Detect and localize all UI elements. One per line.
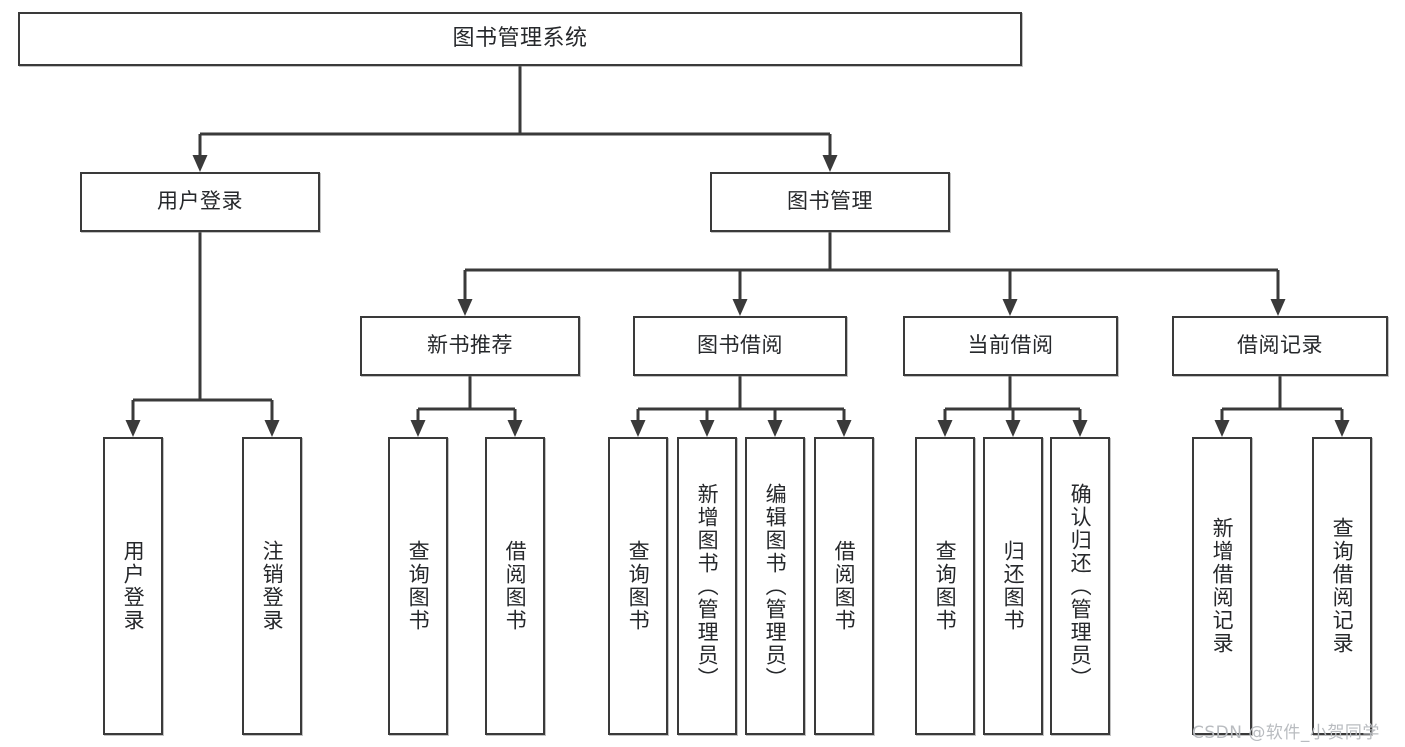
node-user-login[interactable]: 用户登录 (80, 172, 320, 232)
node-new-book-rec[interactable]: 新书推荐 (360, 316, 580, 376)
node-label: 用户登录 (121, 540, 146, 632)
node-label: 图书借阅 (697, 333, 783, 358)
arrow-leaf-query-book-2-head (630, 420, 646, 437)
node-label: 查询图书 (406, 540, 431, 632)
arrow-leaf-add-book-head (699, 420, 715, 437)
node-leaf-query-book-1[interactable]: 查询图书 (388, 437, 448, 735)
arrow-leaf-user-login-head (125, 420, 141, 437)
node-leaf-return-book[interactable]: 归还图书 (983, 437, 1043, 735)
node-book-borrow[interactable]: 图书借阅 (633, 316, 847, 376)
arrow-leaf-logout-head (264, 420, 280, 437)
node-label: 查询借阅记录 (1330, 517, 1355, 655)
csdn-watermark: CSDN @软件_小贺同学 (1192, 723, 1380, 743)
node-label: 确认归还（管理员） (1068, 482, 1093, 690)
node-label: 查询图书 (626, 540, 651, 632)
node-label: 注销登录 (260, 540, 285, 632)
node-label: 编辑图书（管理员） (763, 482, 788, 690)
node-label: 借阅图书 (503, 540, 528, 632)
node-label: 归还图书 (1001, 540, 1026, 632)
arrow-leaf-return-book-head (1005, 420, 1021, 437)
node-label: 新增图书（管理员） (695, 482, 720, 690)
node-leaf-logout[interactable]: 注销登录 (242, 437, 302, 735)
node-leaf-borrow-book-2[interactable]: 借阅图书 (814, 437, 874, 735)
arrow-borrow-record-head (1270, 299, 1286, 316)
node-label: 借阅图书 (832, 540, 857, 632)
node-label: 当前借阅 (967, 333, 1054, 358)
node-book-manage[interactable]: 图书管理 (710, 172, 950, 232)
arrow-current-borrow-head (1002, 299, 1018, 316)
node-leaf-add-record[interactable]: 新增借阅记录 (1192, 437, 1252, 735)
node-leaf-edit-book[interactable]: 编辑图书（管理员） (745, 437, 805, 735)
arrow-leaf-query-record-head (1334, 420, 1350, 437)
node-leaf-user-login[interactable]: 用户登录 (103, 437, 163, 735)
node-label: 新书推荐 (427, 333, 513, 358)
node-leaf-query-record[interactable]: 查询借阅记录 (1312, 437, 1372, 735)
node-leaf-query-book-3[interactable]: 查询图书 (915, 437, 975, 735)
node-label: 新增借阅记录 (1210, 517, 1235, 655)
arrow-leaf-edit-book-head (767, 420, 783, 437)
node-label: 用户登录 (157, 189, 243, 214)
arrow-new-book-rec-head (457, 299, 473, 316)
node-borrow-record[interactable]: 借阅记录 (1172, 316, 1388, 376)
arrow-leaf-query-book-3-head (937, 420, 953, 437)
arrow-user-login-head (192, 155, 208, 172)
arrow-leaf-borrow-book-1-head (507, 420, 523, 437)
arrow-leaf-borrow-book-2-head (836, 420, 852, 437)
node-leaf-query-book-2[interactable]: 查询图书 (608, 437, 668, 735)
node-current-borrow[interactable]: 当前借阅 (903, 316, 1118, 376)
node-leaf-borrow-book-1[interactable]: 借阅图书 (485, 437, 545, 735)
node-label: 图书管理系统 (452, 25, 588, 51)
node-leaf-confirm-return[interactable]: 确认归还（管理员） (1050, 437, 1110, 735)
node-label: 图书管理 (787, 189, 873, 214)
arrow-leaf-confirm-return-head (1072, 420, 1088, 437)
arrow-book-borrow-head (732, 299, 748, 316)
arrow-leaf-query-book-1-head (410, 420, 426, 437)
node-label: 借阅记录 (1237, 333, 1323, 358)
node-leaf-add-book[interactable]: 新增图书（管理员） (677, 437, 737, 735)
node-label: 查询图书 (933, 540, 958, 632)
arrow-leaf-add-record-head (1214, 420, 1230, 437)
node-root[interactable]: 图书管理系统 (18, 12, 1022, 66)
arrow-book-manage-head (822, 155, 838, 172)
